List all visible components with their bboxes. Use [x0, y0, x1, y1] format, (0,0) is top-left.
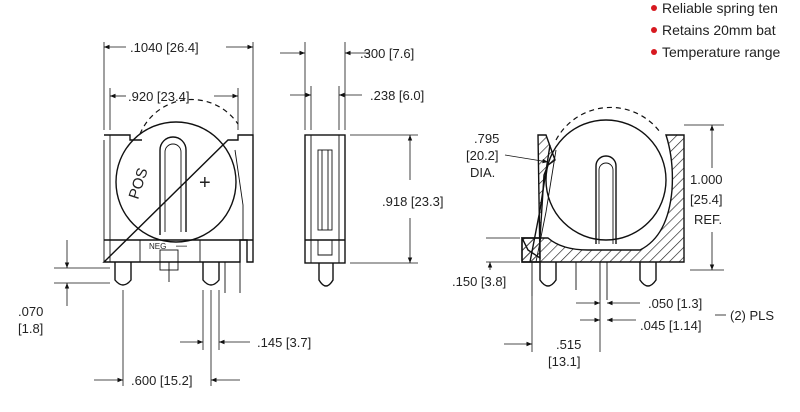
feature-item: Temperature range — [662, 44, 781, 60]
neg-label: NEG — [149, 242, 166, 251]
side-pin — [318, 263, 334, 287]
dim-pin-spacing: .600 [15.2] — [131, 373, 192, 388]
battery-top-dashed — [555, 106, 661, 141]
dim-diameter-label: DIA. — [470, 165, 495, 180]
dim-inner-width: .920 [23.4] — [128, 89, 189, 104]
dim-diameter: .795 — [474, 131, 499, 146]
dim-plural: (2) PLS — [730, 308, 774, 323]
bullet-icon — [651, 27, 657, 33]
minus-label: — — [176, 240, 187, 252]
dim-pin-width: .145 [3.7] — [257, 335, 311, 350]
dim-diameter-mm: [20.2] — [466, 148, 499, 163]
dim-bottom: .515 — [556, 337, 581, 352]
dim-pin-a: .050 [1.3] — [648, 296, 702, 311]
dim-pin-height: .070 — [18, 304, 43, 319]
dim-pin-height-mm: [1.8] — [18, 321, 43, 336]
feature-item: Reliable spring ten — [662, 0, 778, 16]
dim-height: .918 [23.3] — [382, 194, 443, 209]
battery-circle — [115, 121, 237, 243]
dim-depth: .300 [7.6] — [360, 46, 414, 61]
dim-bottom-mm: [13.1] — [548, 354, 581, 369]
battery-outline-dashed — [139, 98, 239, 135]
pin-left — [114, 262, 132, 286]
side-body — [304, 134, 346, 264]
bullet-icon — [651, 5, 657, 11]
section-view: .795 [20.2] DIA. 1.000 [25.4] REF. .150 … — [452, 106, 774, 369]
holder-body — [102, 134, 254, 263]
side-view: .300 [7.6] .238 [6.0] .918 [23.3] — [280, 42, 443, 287]
dim-pin-b: .045 [1.14] — [640, 318, 701, 333]
dim-ref-height-mm: [25.4] — [690, 192, 723, 207]
dim-depth-inner: .238 [6.0] — [370, 88, 424, 103]
feature-item: Retains 20mm bat — [662, 22, 776, 38]
dim-ref-height: 1.000 — [690, 172, 723, 187]
dim-ref-label: REF. — [694, 212, 722, 227]
pos-contact-post — [595, 155, 617, 244]
feature-list: Reliable spring ten Retains 20mm bat Tem… — [651, 0, 781, 60]
bullet-icon — [651, 49, 657, 55]
front-view: POS + NEG — .1040 [26.4] .920 [23.4] .07… — [18, 40, 311, 388]
pin-right — [202, 262, 220, 286]
battery-circle — [545, 119, 667, 241]
plus-label: + — [199, 172, 211, 194]
dim-overall-width: .1040 [26.4] — [130, 40, 199, 55]
pos-label: POS — [126, 166, 152, 201]
neg-contact-slot — [159, 136, 187, 235]
dim-offset: .150 [3.8] — [452, 274, 506, 289]
